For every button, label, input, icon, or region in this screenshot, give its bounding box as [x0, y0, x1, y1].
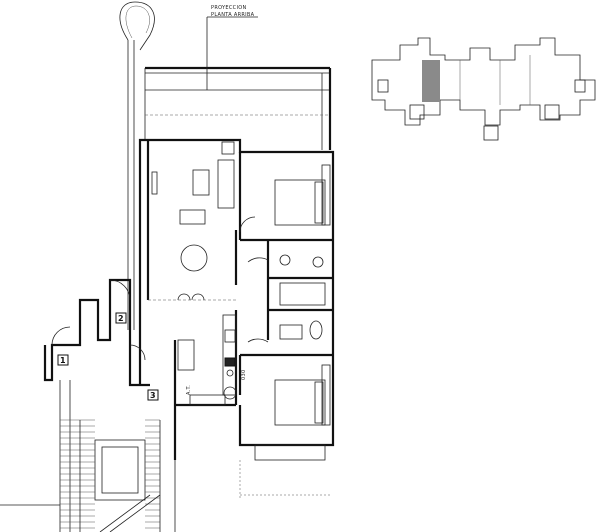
- key-plan-highlight: [422, 60, 440, 102]
- terrace: [127, 40, 332, 330]
- marker-3-box: [147, 389, 159, 401]
- projection-label-line2: PLANTA ARRIBA: [211, 12, 255, 18]
- bathrooms: [247, 254, 326, 343]
- stairwell: [0, 419, 330, 532]
- kitchen: A.T. 030: [177, 314, 247, 406]
- marker-2-box: [115, 312, 127, 324]
- water-heater-label: A.T.: [186, 385, 192, 395]
- canopy-outline: [119, 1, 155, 51]
- appliance-label: 030: [241, 370, 247, 380]
- marker-2: 2: [118, 314, 124, 323]
- key-plan: [371, 37, 596, 141]
- bedroom-2: [254, 364, 331, 461]
- projection-label-line1: PROYECCION: [211, 5, 247, 11]
- marker-1: 1: [60, 356, 66, 365]
- bedroom-1: [239, 164, 331, 233]
- apartment-walls: [138, 138, 335, 460]
- marker-3: 3: [150, 391, 156, 400]
- living-furniture: [151, 141, 235, 301]
- marker-1-box: [57, 354, 69, 366]
